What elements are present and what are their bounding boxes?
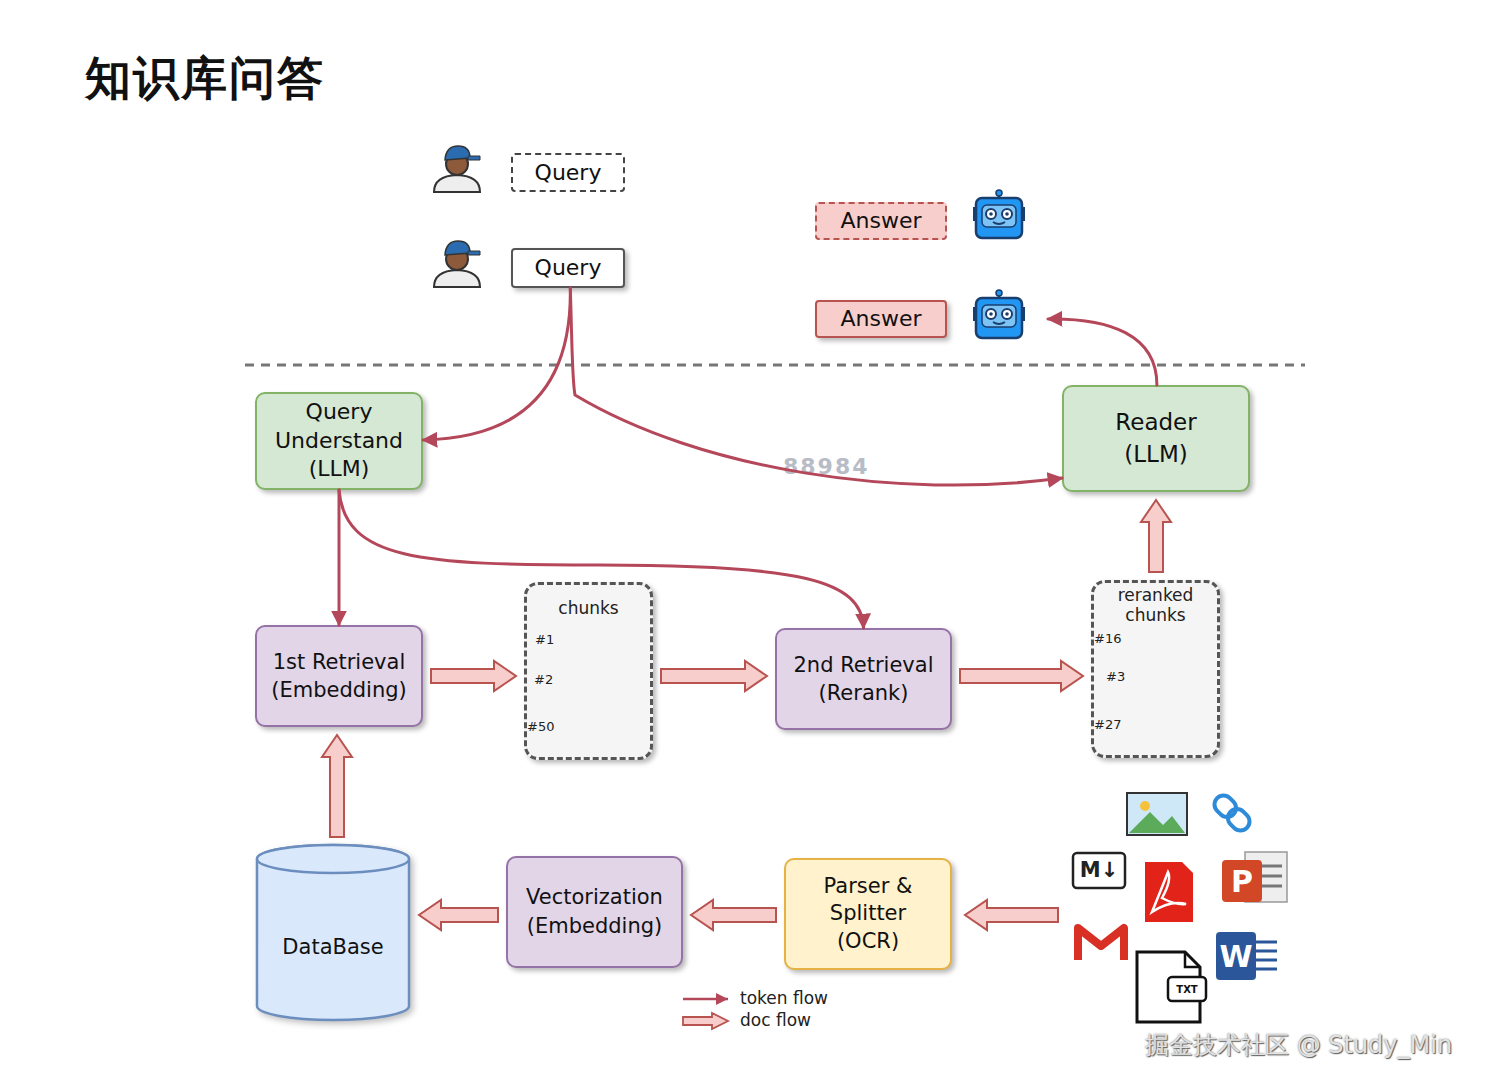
robot-icon — [973, 290, 1025, 338]
cylinder-outline — [255, 845, 411, 1022]
answer-node: Answer — [815, 202, 1048, 240]
cylinder-top — [257, 845, 409, 873]
legend-text: token flow — [740, 988, 828, 1008]
text-holder: Query Understand (LLM) — [257, 394, 421, 488]
word-icon — [1216, 932, 1277, 980]
vectorization-box: Vectorization (Embedding) — [506, 856, 683, 968]
node-label: Query Understand (LLM) — [264, 398, 414, 484]
text-holder: Query — [513, 250, 623, 286]
text-holder: Reader (LLM) — [1064, 387, 1248, 490]
gmail-icon — [1078, 928, 1124, 960]
list-heading: reranked chunks — [1094, 585, 1217, 626]
chunk-number: #27 — [1094, 717, 1121, 733]
chunk-number: #3 — [1106, 669, 1125, 685]
legend-doc-sample — [683, 1013, 728, 1029]
doc-flow-arrow — [661, 661, 767, 691]
ppt-icon — [1222, 852, 1287, 902]
node-label: DataBase — [282, 934, 383, 960]
pdf-icon — [1145, 862, 1193, 922]
query-box: Query — [511, 248, 625, 288]
node-label: Reader (LLM) — [1096, 407, 1216, 469]
list-heading: chunks — [527, 598, 650, 618]
doc-flow-arrow — [960, 661, 1083, 691]
text-holder: DataBase — [255, 873, 411, 1022]
legend-text: doc flow — [740, 1010, 811, 1030]
doc-flow-arrow — [419, 900, 498, 930]
text-holder: Parser & Splitter (OCR) — [786, 860, 950, 968]
query-box: Query — [511, 153, 625, 192]
watermark: 掘金技术社区 @ Study_Min — [1145, 1032, 1452, 1058]
txt-icon — [1137, 952, 1206, 1022]
divider-line — [245, 364, 1305, 367]
watermark-number: 88984 — [783, 455, 870, 479]
icon-glyph: W — [1216, 932, 1256, 980]
text-holder: 1st Retrieval (Embedding) — [257, 627, 421, 725]
token-flow-line — [1048, 319, 1157, 385]
node-label: 1st Retrieval (Embedding) — [257, 648, 421, 705]
doc-flow-arrow — [1141, 500, 1171, 572]
text-holder: Query — [513, 155, 623, 190]
node-label: Answer — [840, 207, 921, 235]
user-icon — [434, 241, 480, 287]
doc-flow-arrow — [322, 735, 352, 837]
icon-glyph: M↓ — [1073, 853, 1125, 888]
retrieval-box: 2nd Retrieval (Rerank) — [775, 628, 952, 730]
token-flow-line — [338, 490, 341, 625]
token-flow-line — [339, 490, 864, 628]
icon-glyph: P — [1222, 860, 1262, 902]
user-icon — [434, 146, 480, 192]
node-label: Vectorization (Embedding) — [509, 883, 681, 942]
token-flow-line — [423, 288, 570, 440]
text-holder: Vectorization (Embedding) — [508, 858, 681, 966]
answer-node: Answer — [815, 300, 1048, 338]
chunk-number: #1 — [535, 632, 554, 648]
chunk-number: #50 — [527, 719, 554, 735]
node-label: 2nd Retrieval (Rerank) — [779, 651, 949, 708]
node-label: Parser & Splitter (OCR) — [801, 873, 936, 955]
parser-box: Parser & Splitter (OCR) — [784, 858, 952, 970]
icon-glyph: TXT — [1168, 977, 1206, 1001]
database-cylinder: DataBase — [255, 845, 411, 1022]
markdown-icon — [1073, 853, 1125, 888]
chunk-list: reranked chunks #16 #3 #27 — [1091, 580, 1220, 758]
doc-flow-arrow — [431, 661, 516, 691]
text-holder: 2nd Retrieval (Rerank) — [777, 630, 950, 728]
cylinder-body — [257, 845, 409, 1020]
token-flow-line — [570, 288, 1062, 485]
doc-flow-arrow — [965, 900, 1058, 930]
doc-flow-arrow — [691, 900, 776, 930]
retrieval-box: 1st Retrieval (Embedding) — [255, 625, 423, 727]
node-label: Answer — [840, 305, 921, 333]
chunk-number: #16 — [1094, 631, 1121, 647]
legend-token-sample — [683, 998, 728, 1001]
diagram-title: 知识库问答 — [85, 48, 325, 110]
robot-icon — [973, 190, 1025, 238]
llm-box: Query Understand (LLM) — [255, 392, 423, 490]
node-label: Query — [535, 254, 602, 282]
node-label: Query — [535, 159, 602, 187]
answer-box: Answer — [815, 202, 947, 240]
answer-box: Answer — [815, 300, 947, 338]
chunk-number: #2 — [534, 672, 553, 688]
chunk-list: chunks #1 #2 #50 — [524, 582, 653, 760]
link-icon — [1211, 792, 1253, 834]
text-holder: Answer — [817, 204, 945, 238]
text-holder: Answer — [817, 302, 945, 336]
llm-box: Reader (LLM) — [1062, 385, 1250, 492]
image-icon — [1127, 793, 1187, 835]
